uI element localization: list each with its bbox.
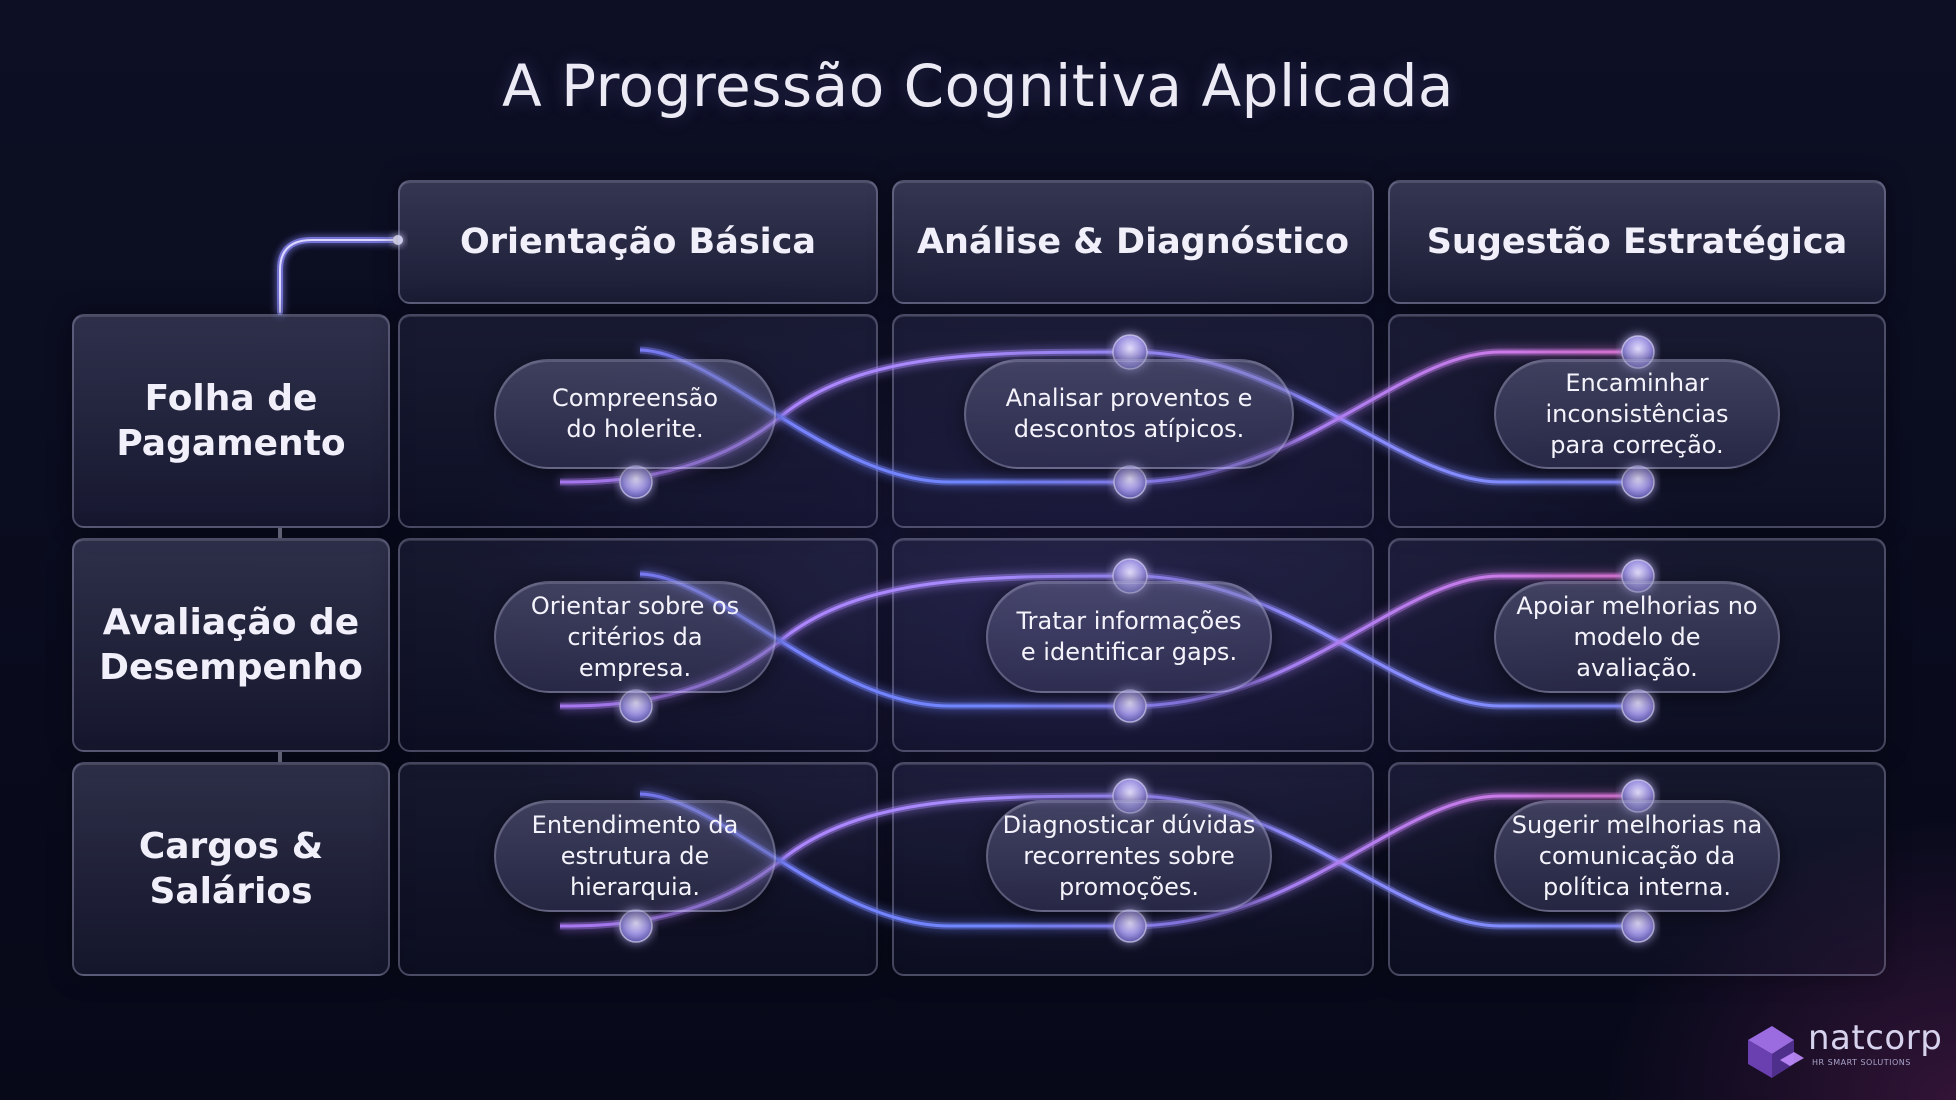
page-title: A Progressão Cognitiva Aplicada — [502, 52, 1454, 120]
logo-tagline: HR SMART SOLUTIONS — [1812, 1058, 1911, 1067]
row-label-cargos-salarios: Cargos &Salários — [72, 762, 390, 976]
column-header-analise-diagnostico: Análise & Diagnóstico — [892, 180, 1374, 304]
column-header-orientacao-basica: Orientação Básica — [398, 180, 878, 304]
cube-logo-icon — [1748, 1026, 1804, 1078]
column-header-sugestao-estrategica: Sugestão Estratégica — [1388, 180, 1886, 304]
brand-logo: natcorp HR SMART SOLUTIONS — [1738, 1012, 1942, 1082]
logo-name: natcorp — [1808, 1018, 1943, 1058]
